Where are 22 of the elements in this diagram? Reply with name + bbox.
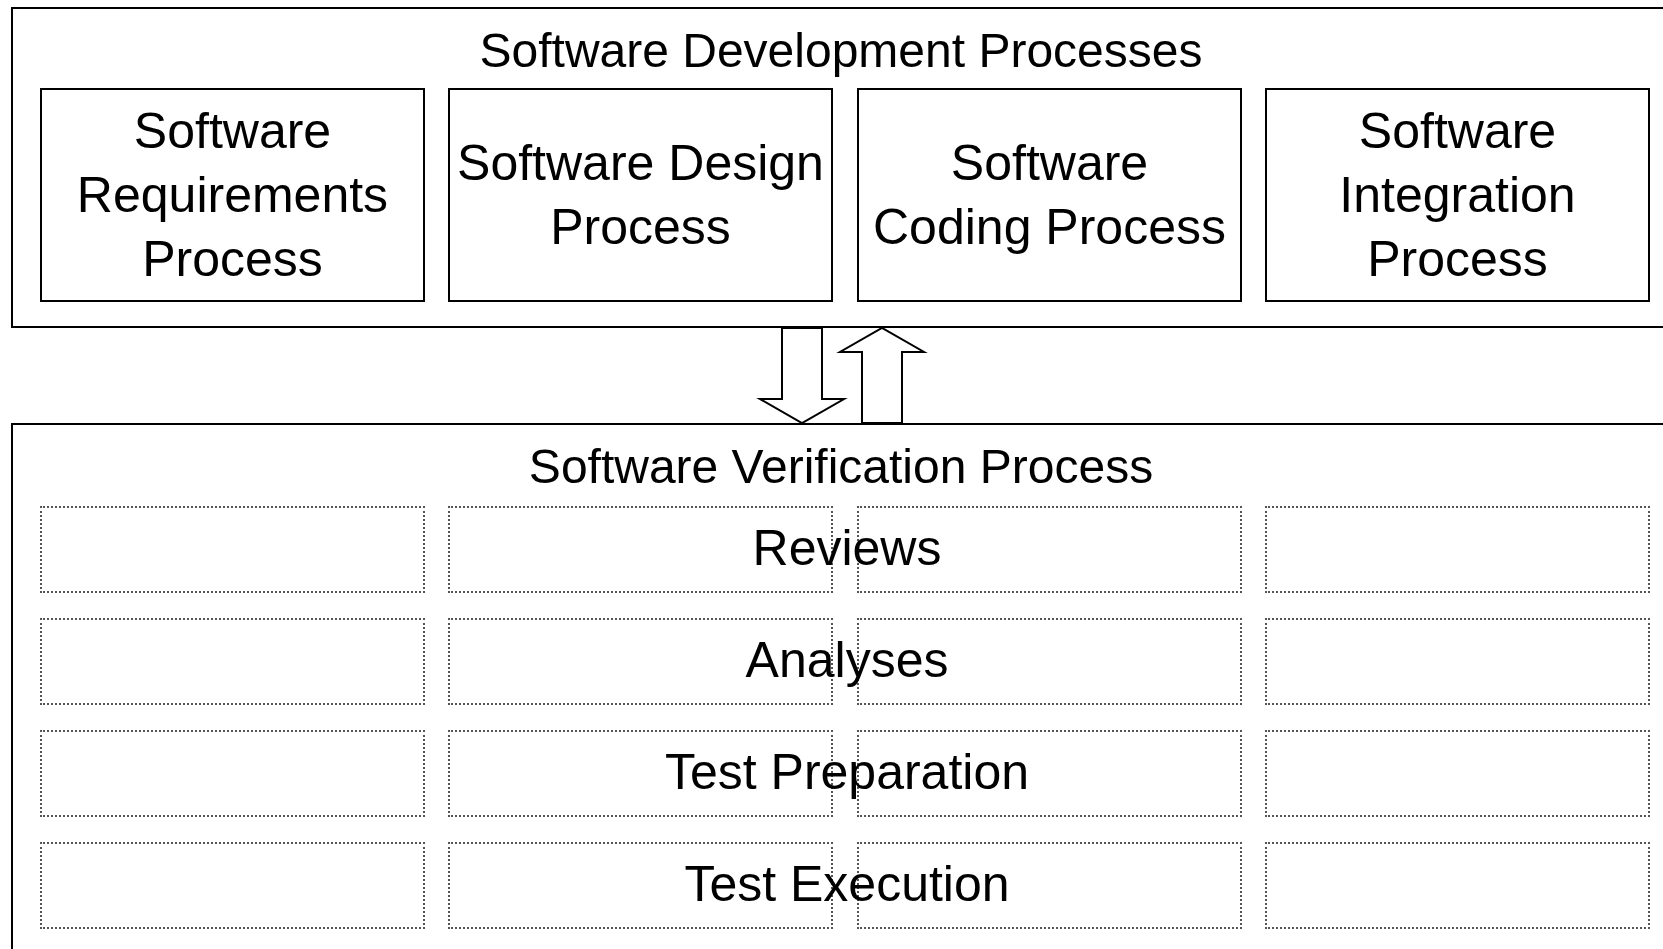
dotted-box xyxy=(40,730,425,817)
process-box: Software Integration Process xyxy=(1265,88,1650,302)
row-label: Test Preparation xyxy=(664,743,1030,802)
dotted-box xyxy=(1265,730,1650,817)
block-arrow xyxy=(756,327,848,425)
dotted-box xyxy=(1265,618,1650,705)
group-title: Software Verification Process xyxy=(528,439,1154,495)
group-box xyxy=(11,423,1663,949)
process-box: Software Requirements Process xyxy=(40,88,425,302)
process-box: Software Design Process xyxy=(448,88,833,302)
row-label: Reviews xyxy=(752,519,942,578)
dotted-box xyxy=(1265,842,1650,929)
block-arrow xyxy=(836,326,928,424)
row-label: Analyses xyxy=(745,631,949,690)
group-title: Software Development Processes xyxy=(479,23,1203,79)
dotted-box xyxy=(1265,506,1650,593)
dotted-box xyxy=(40,842,425,929)
row-label: Test Execution xyxy=(684,855,1010,914)
process-box: Software Coding Process xyxy=(857,88,1242,302)
dotted-box xyxy=(40,618,425,705)
group-box xyxy=(11,7,1663,328)
dotted-box xyxy=(40,506,425,593)
